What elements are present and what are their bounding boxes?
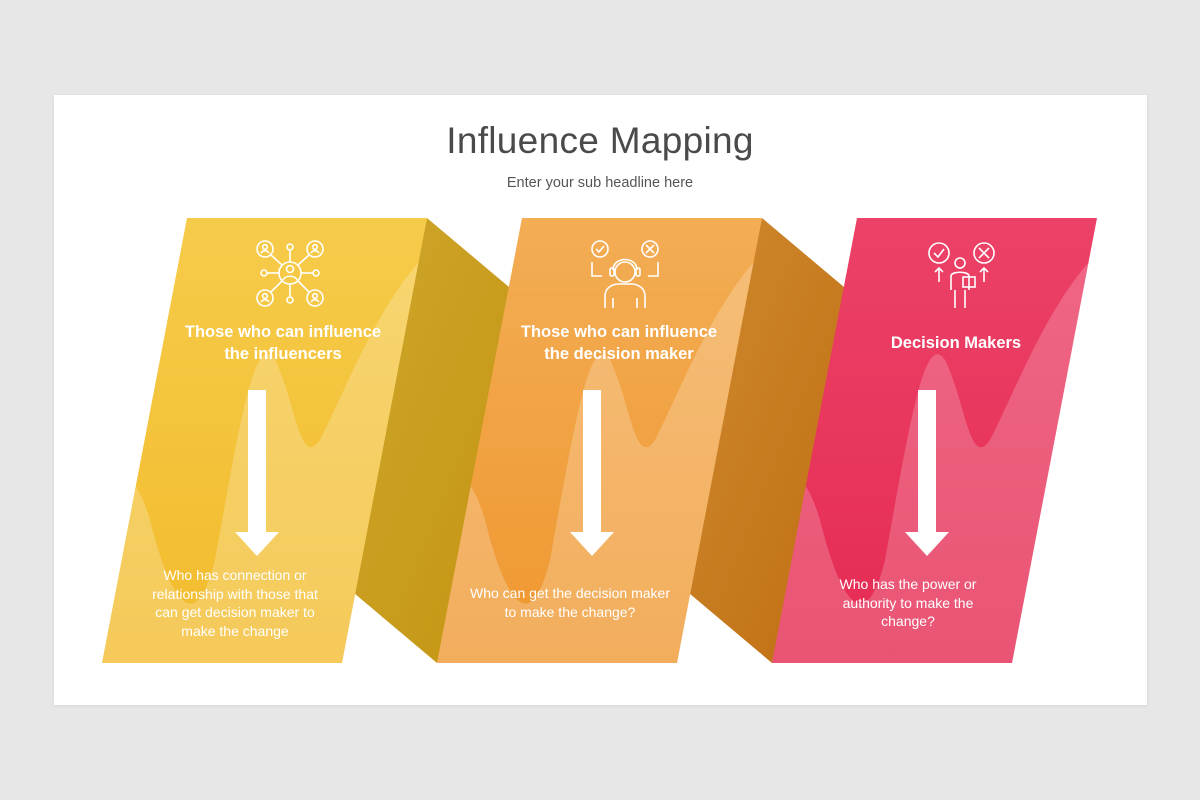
down-arrow-icon <box>905 390 949 556</box>
network-people-icon <box>256 240 324 307</box>
stage-3-description: Who has the power or authority to make t… <box>839 576 977 629</box>
stage-2-description: Who can get the decision maker to make t… <box>470 585 670 620</box>
person-check-cross-icon <box>591 240 659 308</box>
page-subtitle: Enter your sub headline here <box>506 175 694 191</box>
down-arrow-icon <box>570 390 614 556</box>
decision-maker-icon <box>928 242 995 308</box>
fold-yellow <box>342 218 522 663</box>
down-arrow-icon <box>235 390 279 556</box>
stage-1-heading: Those who can influence the influencers <box>184 323 382 363</box>
stage-3-heading: Decision Makers <box>890 334 1022 352</box>
fold-orange <box>677 218 857 663</box>
page-title: Influence Mapping <box>446 120 754 161</box>
stage-1-description: Who has connection or relationship with … <box>152 567 318 639</box>
stage-2-heading: Those who can influence the decision mak… <box>520 323 718 363</box>
